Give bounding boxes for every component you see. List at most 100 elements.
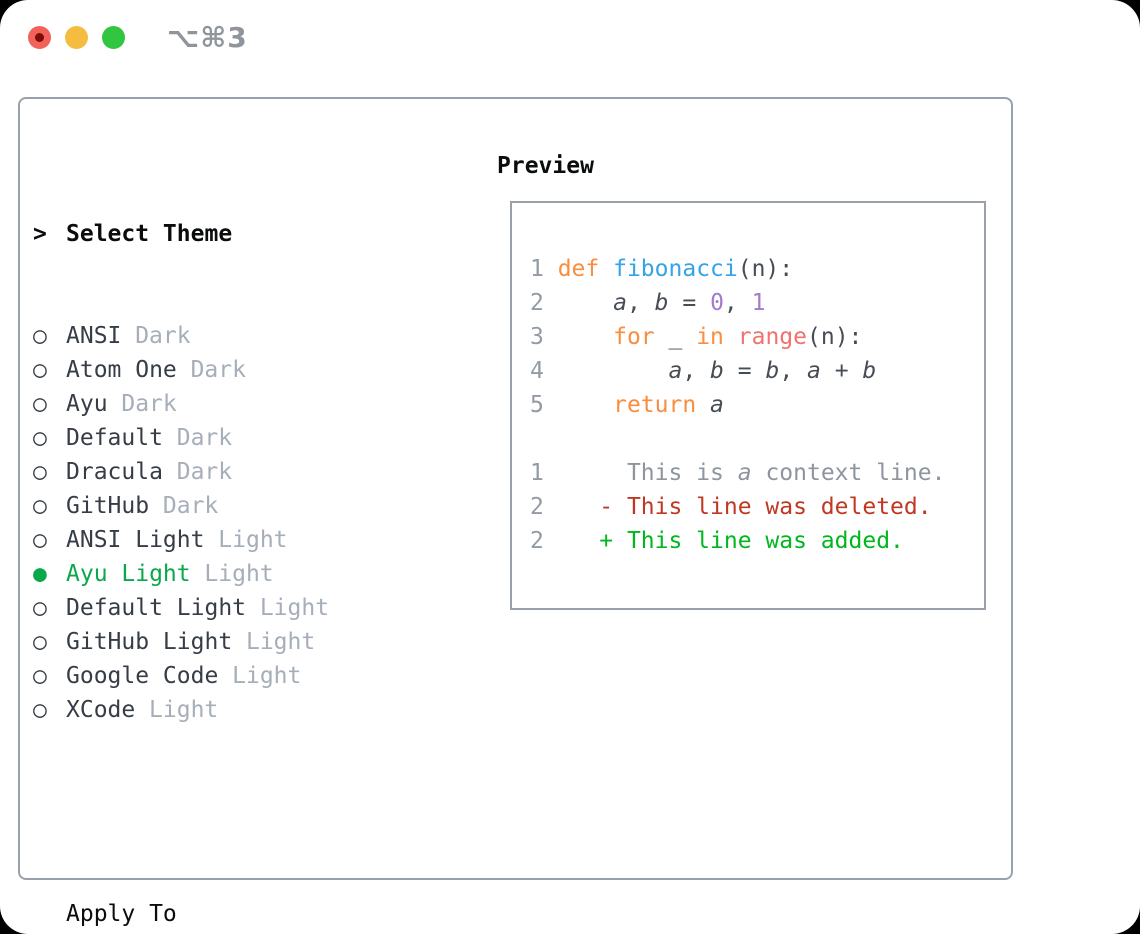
code-token: , [626,290,655,316]
code-token: a [668,358,683,384]
radio-icon: ○ [33,595,47,621]
minimize-button[interactable] [65,26,88,49]
code-token [544,494,599,520]
code-token: range [737,324,807,350]
radio-icon: ○ [33,697,47,723]
option-label: ANSI Light [66,527,205,553]
spacer [33,795,421,829]
code-token [558,392,613,418]
code-token [544,528,599,554]
code-token: 2 [530,290,558,316]
radio-icon: ○ [33,663,47,689]
radio-selected-icon: ● [33,561,47,587]
code-token [558,358,669,384]
option-label: XCode [66,697,136,723]
code-token: = [668,290,711,316]
option-label: GitHub [66,493,150,519]
theme-variant-tag: Dark [176,425,233,451]
option-label: ANSI [66,323,122,349]
code-token: in [696,324,724,350]
code-token [599,256,613,282]
code-token: , [682,358,711,384]
code-token: b [862,358,877,384]
code-token: fibonacci [613,256,738,282]
select-theme-header: >Select Theme [33,217,421,251]
code-token: def [557,256,600,282]
code-token [558,324,613,350]
code-line: 5 return a [530,388,945,422]
code-token [544,460,627,486]
theme-option[interactable]: ● Ayu Light Light [33,557,421,591]
code-token [696,392,710,418]
code-token: a [807,358,821,384]
code-line: 4 a, b = b, a + b [530,354,945,388]
theme-variant-tag: Dark [121,391,177,417]
code-line: 2 a, b = 0, 1 [530,286,945,320]
code-token: 1 [530,460,544,486]
code-token: + This line was added. [599,528,904,554]
code-token: _ [654,324,697,350]
code-token: - This line was deleted. [599,494,932,520]
code-token: + [820,358,863,384]
option-label: Google Code [66,663,219,689]
code-token: (n): [807,324,863,350]
code-line: 3 for _ in range(n): [530,320,945,354]
theme-variant-tag: Light [149,697,219,723]
select-theme-label: Select Theme [66,221,233,247]
apply-to-header: Apply To [33,897,421,931]
theme-option[interactable]: ○ XCode Light [33,693,421,727]
radio-icon: ○ [33,459,47,485]
code-line: 2 - This line was deleted. [530,490,945,524]
theme-variant-tag: Light [245,629,316,655]
code-token: b [710,358,724,384]
code-token: a [710,392,724,418]
code-token: , [779,358,808,384]
code-token: 5 [530,392,558,418]
code-token: = [723,358,766,384]
option-label: Ayu Light [66,561,191,587]
theme-variant-tag: Light [204,561,274,587]
code-token: (n): [737,256,794,282]
code-token: 4 [530,358,558,384]
close-button[interactable] [28,26,51,49]
code-token: context line. [751,460,946,486]
radio-icon: ○ [33,629,47,655]
code-line: 1 def fibonacci(n): [530,252,945,286]
option-label: Default [66,425,163,451]
preview-title: Preview [497,153,594,179]
radio-icon: ○ [33,357,47,383]
theme-variant-tag: Light [259,595,330,621]
code-token: 3 [530,324,558,350]
window-titlebar: ⌥⌘3 [0,0,1140,74]
theme-variant-tag: Dark [162,493,219,519]
code-token: 0 [710,290,724,316]
code-token: return [613,392,697,418]
option-label: Dracula [66,459,163,485]
code-token: This is [626,460,738,486]
theme-variant-tag: Dark [135,323,191,349]
window-title-shortcut: ⌥⌘3 [167,21,248,54]
code-line: 1 This is a context line. [530,456,945,490]
theme-variant-tag: Light [218,527,288,553]
radio-icon: ○ [33,391,47,417]
theme-option[interactable]: ○ GitHub Dark [33,489,421,523]
code-token [558,290,613,316]
zoom-button[interactable] [102,26,125,49]
theme-variant-tag: Dark [190,357,246,383]
radio-icon: ○ [33,493,47,519]
code-line [530,422,945,456]
